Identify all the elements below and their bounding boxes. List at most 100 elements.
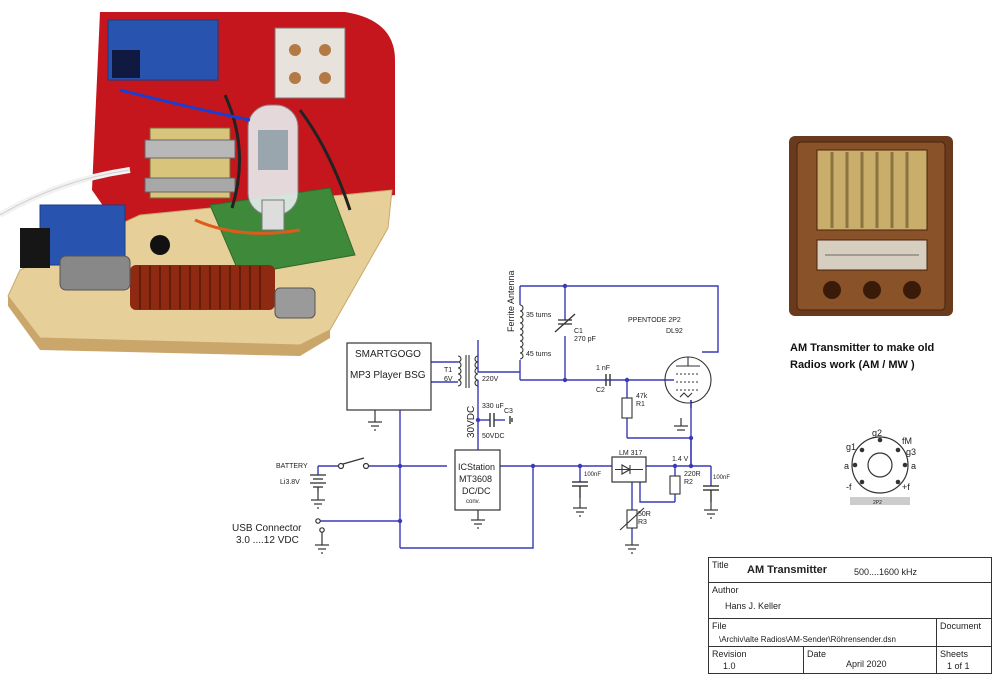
author-cell: Author Hans J. Keller bbox=[709, 583, 991, 619]
junction-dots bbox=[397, 283, 694, 524]
45-turns-label: 45 turns bbox=[526, 351, 552, 358]
date-label: Date bbox=[807, 649, 827, 659]
pin-g2-label: g2 bbox=[872, 428, 882, 438]
r1-label: R1 bbox=[636, 401, 645, 408]
ferrite-coil bbox=[130, 265, 275, 310]
title-block: Title AM Transmitter 500....1600 kHz Aut… bbox=[708, 557, 992, 674]
sheets-value: 1 of 1 bbox=[947, 661, 970, 671]
c2-value: 1 nF bbox=[596, 365, 610, 372]
caption: AM Transmitter to make old Radios work (… bbox=[790, 340, 990, 374]
mt3608-label: MT3608 bbox=[459, 474, 492, 484]
pin-f-right-label: +f bbox=[902, 482, 910, 492]
author-value: Hans J. Keller bbox=[725, 601, 782, 611]
pin-a-left-label: a bbox=[844, 461, 849, 471]
lm317-label: LM 317 bbox=[619, 450, 642, 457]
transformer-t1 bbox=[457, 355, 479, 388]
usb-label: USB Connector bbox=[232, 523, 302, 534]
revision-label: Revision bbox=[712, 649, 747, 659]
r3-label: R3 bbox=[638, 519, 647, 526]
file-value: \Archiv\alte Radios\AM-Sender\Röhrensend… bbox=[719, 635, 896, 644]
capacitor-c2 bbox=[605, 374, 611, 386]
capacitor-c3 bbox=[489, 413, 513, 427]
ferrite-antenna-coil bbox=[519, 304, 524, 360]
sheets-label: Sheets bbox=[940, 649, 969, 659]
old-radio-photo bbox=[789, 136, 953, 316]
freq-value: 500....1600 kHz bbox=[854, 567, 918, 577]
tube-pinout-diagram bbox=[850, 436, 910, 505]
ground-mt3608 bbox=[471, 510, 485, 529]
sheets-cell: Sheets 1 of 1 bbox=[937, 647, 991, 673]
smartgogo-label: SMARTGOGO bbox=[355, 349, 421, 360]
c1-value: 270 pF bbox=[574, 336, 596, 343]
pin-f-left-label: -f bbox=[846, 482, 852, 492]
ground-c100b bbox=[704, 502, 718, 519]
t1-label: T1 bbox=[444, 367, 452, 374]
resistor-r1 bbox=[621, 397, 633, 419]
mp3-label: MP3 Player BSG bbox=[350, 370, 426, 381]
ground-battery bbox=[311, 492, 325, 509]
battery-label: BATTERY bbox=[276, 463, 308, 470]
pin-a-right-label: a bbox=[911, 461, 916, 471]
title-label: Title bbox=[712, 560, 729, 570]
mt3608-module bbox=[454, 449, 501, 511]
c2-label: C2 bbox=[596, 387, 605, 394]
battery-symbol bbox=[310, 474, 326, 492]
c1-label: C1 bbox=[574, 328, 583, 335]
dcdc-label: DC/DC bbox=[462, 486, 491, 496]
35-turns-label: 35 turns bbox=[526, 312, 552, 319]
r1-value: 47k bbox=[636, 393, 648, 400]
220v-label: 220V bbox=[482, 376, 499, 383]
capacitor-100nf-a bbox=[572, 481, 588, 498]
document-cell: Document bbox=[937, 619, 991, 647]
c100b-label: 100nF bbox=[713, 475, 730, 481]
c3-voltage: 50VDC bbox=[482, 433, 505, 440]
pin-g1-label: g1 bbox=[846, 442, 856, 452]
t1-6v-label: 6V bbox=[444, 376, 453, 383]
pin-fm-label: fM bbox=[902, 436, 912, 446]
title-value: AM Transmitter bbox=[747, 564, 828, 576]
ferrite-antenna-label: Ferrite Antenna bbox=[506, 270, 516, 332]
revision-cell: Revision 1.0 bbox=[709, 647, 804, 673]
caption-line-1: AM Transmitter to make old bbox=[790, 342, 935, 354]
date-value: April 2020 bbox=[846, 659, 887, 669]
mp3-player-box bbox=[346, 342, 432, 411]
power-switch bbox=[337, 457, 370, 470]
pentode-tube bbox=[664, 356, 712, 404]
revision-value: 1.0 bbox=[723, 661, 736, 671]
caption-line-2: Radios work (AM / MW ) bbox=[790, 359, 915, 371]
ground-c100a bbox=[573, 498, 587, 517]
c100a-label: 100nF bbox=[584, 472, 601, 478]
date-cell: Date April 2020 bbox=[804, 647, 937, 673]
title-cell: Title AM Transmitter 500....1600 kHz bbox=[709, 558, 991, 583]
usb-voltage: 3.0 ....12 VDC bbox=[236, 535, 299, 546]
c3-label: C3 bbox=[504, 408, 513, 415]
ground-mp3 bbox=[368, 410, 382, 431]
file-label: File bbox=[712, 621, 727, 631]
pentode-label: PPENTODE 2P2 bbox=[628, 317, 681, 324]
r3-value: 50R bbox=[638, 511, 651, 518]
wires bbox=[317, 285, 719, 549]
transmitter-photo bbox=[0, 12, 395, 356]
r2-label: R2 bbox=[684, 479, 693, 486]
r2-value: 220R bbox=[684, 471, 701, 478]
radio-speaker-grille bbox=[816, 149, 928, 231]
usb-connector-terminals bbox=[315, 518, 325, 533]
variable-capacitor bbox=[274, 27, 346, 99]
capacitor-100nf-b bbox=[703, 485, 719, 502]
radio-knob bbox=[823, 281, 841, 299]
ground-r3 bbox=[625, 540, 639, 554]
battery-voltage: Li3.8V bbox=[280, 479, 300, 486]
author-label: Author bbox=[712, 585, 739, 595]
c3-value: 330 uF bbox=[482, 403, 504, 410]
icstation-label: ICStation bbox=[458, 462, 495, 472]
file-cell: File \Archiv\alte Radios\AM-Sender\Röhre… bbox=[709, 619, 937, 647]
ground-symbols bbox=[311, 410, 718, 554]
30vdc-label: 30VDC bbox=[466, 406, 477, 438]
pin-g3-label: g3 bbox=[906, 447, 916, 457]
1v4-label: 1.4 V bbox=[672, 456, 689, 463]
resistor-r2 bbox=[669, 475, 681, 495]
pin-base-label: 2P2 bbox=[873, 500, 882, 506]
ground-usb bbox=[315, 530, 329, 554]
dl92-label: DL92 bbox=[666, 328, 683, 335]
